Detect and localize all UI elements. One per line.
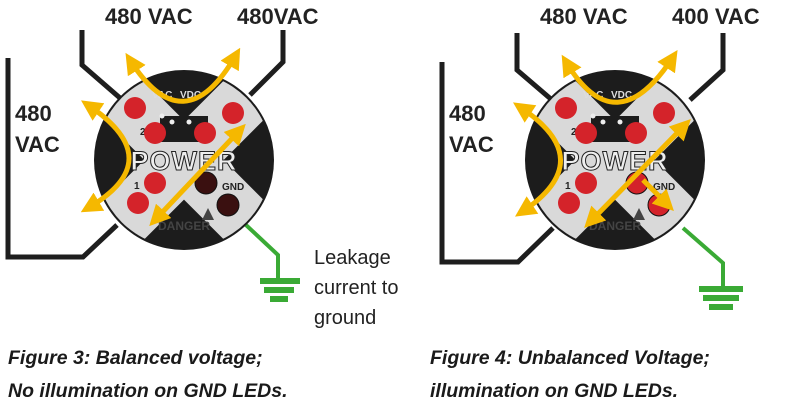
fig4-top-left-voltage: 480 VAC — [540, 4, 628, 29]
wire-left — [5, 58, 119, 260]
arrow-top-arc — [125, 47, 241, 104]
leakage-line2: current to — [314, 277, 398, 299]
fig3-left-voltage-line1: 480 — [15, 101, 52, 126]
phase1-label: 1 — [134, 181, 140, 192]
led-indicator — [194, 122, 216, 144]
arrow-top-arc — [561, 49, 678, 105]
leakage-line1: Leakage — [314, 247, 391, 269]
leakage-line3: ground — [314, 307, 376, 329]
gnd-label: GND — [222, 182, 244, 193]
arrow-gnd — [641, 178, 674, 211]
arrow-diagonal — [149, 123, 246, 227]
danger-label: DANGER — [158, 219, 210, 233]
fig3-top-right-voltage: 480VAC — [237, 4, 319, 29]
led-indicator — [625, 122, 647, 144]
led-indicator — [127, 192, 149, 214]
gnd-led-indicator — [216, 193, 240, 217]
led-indicator — [653, 102, 675, 124]
arrow-left-arc — [512, 102, 563, 217]
arrow-left-arc — [80, 100, 132, 213]
led-indicator — [558, 192, 580, 214]
figure3-arrows — [80, 47, 246, 227]
figure4-wires — [439, 33, 726, 265]
indicator-star-icon — [186, 119, 192, 125]
fig3-caption-line1: Figure 3: Balanced voltage; — [8, 347, 263, 369]
led-indicator — [575, 172, 597, 194]
arrow-diagonal — [584, 118, 691, 229]
phase2-label: 2 — [571, 127, 577, 138]
led-indicator — [222, 102, 244, 124]
phase2-label: 2 — [140, 127, 146, 138]
indicator-star-icon — [159, 113, 165, 119]
wire-top-right — [688, 33, 726, 102]
led-indicator — [555, 97, 577, 119]
figure4-ground — [681, 226, 743, 310]
wire-top-right — [248, 30, 286, 97]
fig3-left-voltage-line2: VAC — [15, 132, 60, 157]
danger-label: DANGER — [589, 219, 641, 233]
figure4-arrows — [512, 49, 691, 229]
fig4-caption-line2: illumination on GND LEDs. — [430, 380, 678, 402]
vdc-label: VDC — [180, 90, 201, 101]
led-indicator — [575, 122, 597, 144]
indicator-star-icon — [169, 119, 175, 125]
fig3-top-left-voltage: 480 VAC — [105, 4, 193, 29]
figure3-wires — [5, 30, 286, 260]
led-indicator — [144, 122, 166, 144]
wire-top-left — [514, 33, 554, 102]
fig4-top-right-voltage: 400 VAC — [672, 4, 760, 29]
led-indicator — [124, 97, 146, 119]
wire-left — [439, 62, 555, 265]
wire-top-left — [79, 30, 122, 100]
fig3-caption-line2: No illumination on GND LEDs. — [8, 380, 288, 402]
fig4-caption-line1: Figure 4: Unbalanced Voltage; — [430, 347, 710, 369]
indicator-star-icon — [590, 113, 596, 119]
vdc-label: VDC — [611, 90, 632, 101]
fig4-left-voltage-line1: 480 — [449, 101, 486, 126]
indicator-star-icon — [617, 119, 623, 125]
figure3-ground — [244, 223, 300, 302]
led-indicator — [144, 172, 166, 194]
phase1-label: 1 — [565, 181, 571, 192]
indicator-star-icon — [600, 119, 606, 125]
fig4-left-voltage-line2: VAC — [449, 132, 494, 157]
